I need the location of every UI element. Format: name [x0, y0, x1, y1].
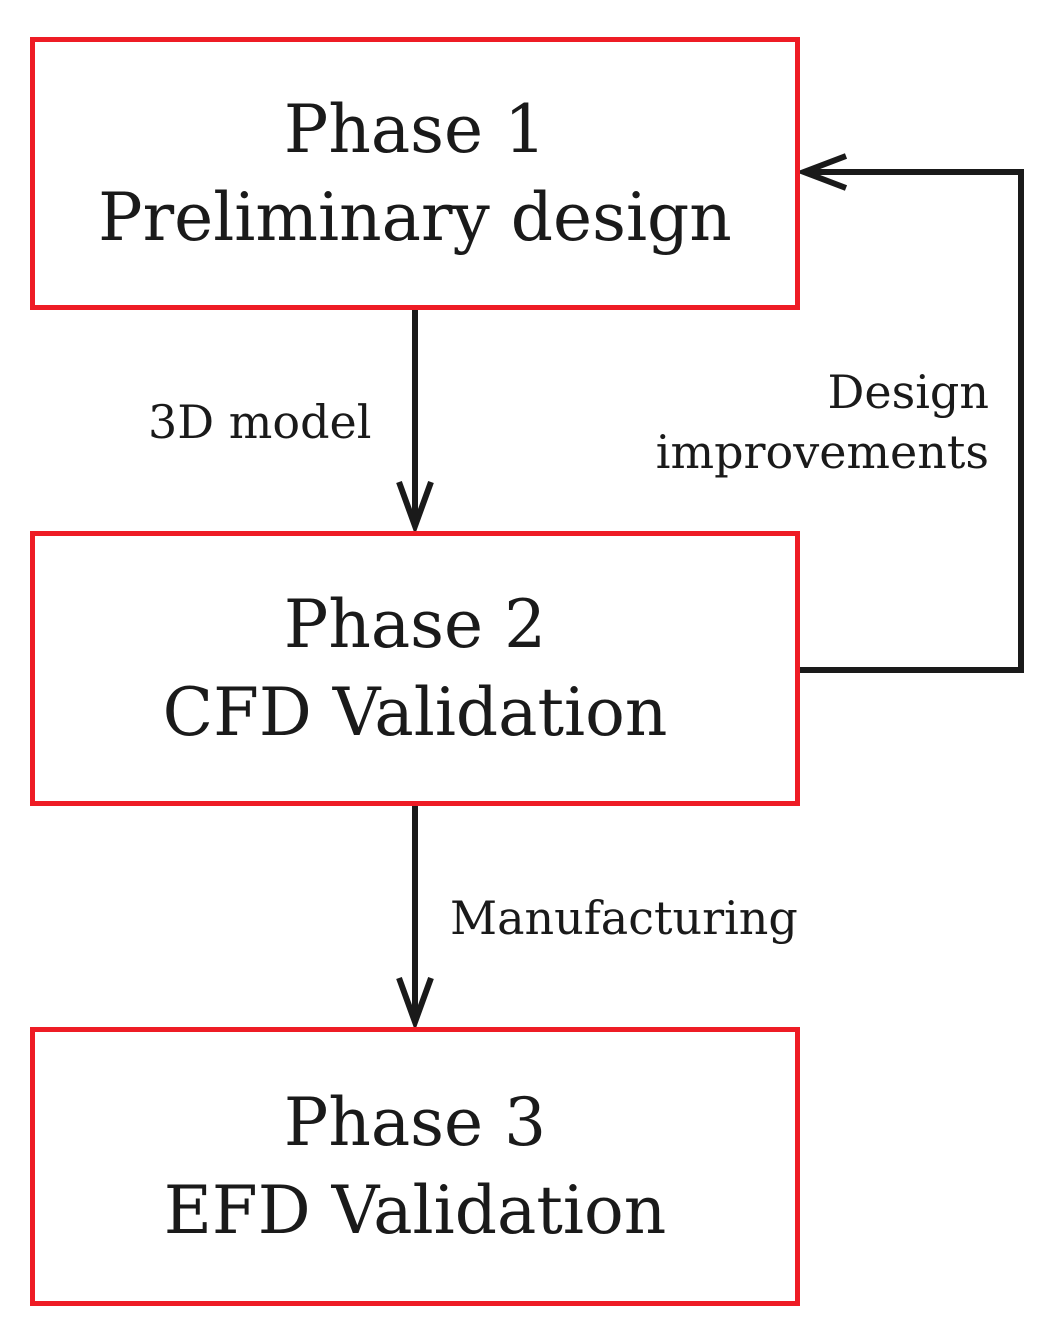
phase-2-subtitle: CFD Validation — [162, 673, 668, 751]
arrow-feedback-loop — [800, 169, 1024, 673]
arrowhead-phase3 — [396, 976, 434, 1031]
phase-2-title: Phase 2 — [283, 585, 547, 663]
arrowhead-phase2 — [396, 480, 434, 535]
arrowhead-phase1 — [795, 153, 848, 191]
phase-1-subtitle: Preliminary design — [98, 178, 732, 256]
edge-label-manufacturing: Manufacturing — [450, 891, 798, 945]
edge-label-design-line1: Design — [827, 365, 990, 419]
phase-1-box: Phase 1 Preliminary design — [30, 37, 800, 310]
phase-1-title: Phase 1 — [283, 90, 547, 168]
phase-3-title: Phase 3 — [283, 1083, 547, 1161]
phase-2-box: Phase 2 CFD Validation — [30, 531, 800, 806]
edge-label-design-improvements: Design improvements — [656, 362, 989, 482]
phase-3-box: Phase 3 EFD Validation — [30, 1027, 800, 1306]
phase-3-subtitle: EFD Validation — [163, 1171, 667, 1249]
edge-label-design-line2: improvements — [655, 425, 989, 479]
edge-label-3d-model: 3D model — [148, 395, 372, 449]
